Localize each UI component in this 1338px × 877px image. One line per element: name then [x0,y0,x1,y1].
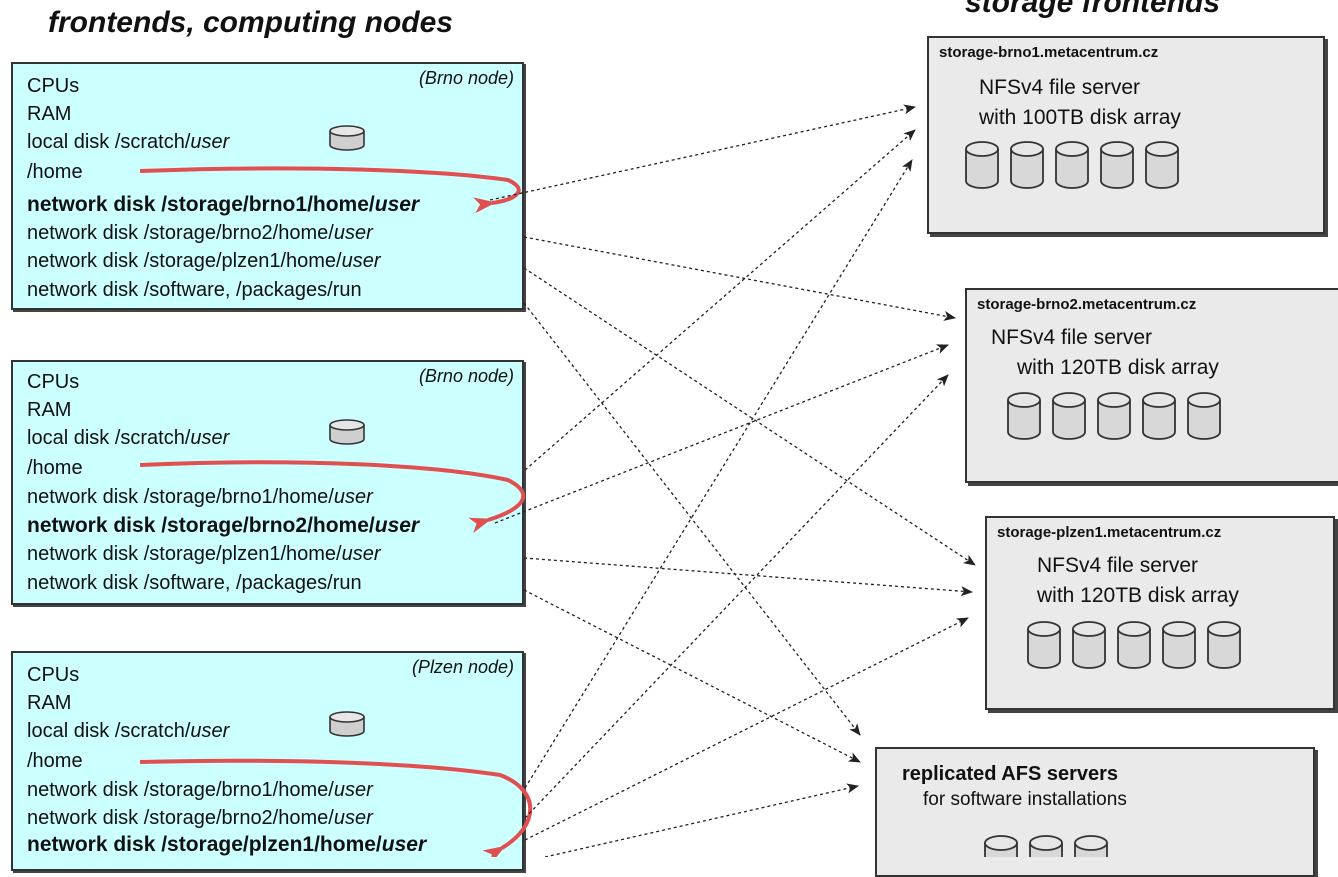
server-hostname: storage-brno2.metacentrum.cz [977,296,1197,313]
node-line: /home [27,161,83,183]
node-line: network disk /software, /packages/run [27,279,362,301]
server-description: NFSv4 file server [991,326,1153,349]
node-line: local disk /scratch/user [27,720,230,742]
node-line: network disk /storage/brno2/home/user [27,807,373,829]
node-line: network disk /storage/brno1/home/user [27,486,373,508]
storage-heading: storage frontends [965,0,1221,19]
node-line: local disk /scratch/user [27,427,230,449]
server-hostname: storage-plzen1.metacentrum.cz [997,524,1222,541]
node-line: network disk /software, /packages/run [27,572,362,594]
afs-servers: replicated AFS servers for software inst… [875,747,1315,877]
node-line: network disk /storage/brno2/home/user [27,222,373,244]
node-box-1: (Brno node) CPUs RAM local disk /scratch… [11,62,524,310]
node-line: CPUs [27,75,80,97]
node-line-home-mount: network disk /storage/brno1/home/user [27,193,420,216]
server-description: NFSv4 file server [979,76,1141,99]
node-line: network disk /storage/brno1/home/user [27,779,373,801]
node-line: CPUs [27,664,80,686]
node-line-home-mount: network disk /storage/plzen1/home/user [27,833,427,856]
node-line: /home [27,750,83,772]
node-line: CPUs [27,371,80,393]
node-line: network disk /storage/plzen1/home/user [27,543,381,565]
node-tag: (Brno node) [418,366,514,386]
node-box-3: (Plzen node) CPUs RAM local disk /scratc… [11,651,524,871]
frontends-heading: frontends, computing nodes [48,6,453,39]
server-hostname: storage-brno1.metacentrum.cz [939,44,1159,61]
node-box-2: (Brno node) CPUs RAM local disk /scratch… [11,360,524,605]
server-capacity: with 120TB disk array [1017,356,1219,379]
node-line: RAM [27,399,72,421]
storage-server-brno2: storage-brno2.metacentrum.cz NFSv4 file … [965,288,1338,483]
server-capacity: with 120TB disk array [1037,584,1239,607]
afs-subtitle: for software installations [923,789,1127,810]
node-line: local disk /scratch/user [27,131,230,153]
node-line: RAM [27,103,72,125]
server-description: NFSv4 file server [1037,554,1199,577]
node-line: RAM [27,692,72,714]
node-tag: (Brno node) [418,68,514,88]
network-links [489,104,976,857]
node-line: /home [27,457,83,479]
server-capacity: with 100TB disk array [979,106,1181,129]
node-line: network disk /storage/plzen1/home/user [27,250,381,272]
afs-title: replicated AFS servers [902,763,1119,785]
storage-server-plzen1: storage-plzen1.metacentrum.cz NFSv4 file… [985,516,1335,710]
node-tag: (Plzen node) [411,657,514,677]
node-line-home-mount: network disk /storage/brno2/home/user [27,514,420,537]
storage-server-brno1: storage-brno1.metacentrum.cz NFSv4 file … [927,36,1325,234]
